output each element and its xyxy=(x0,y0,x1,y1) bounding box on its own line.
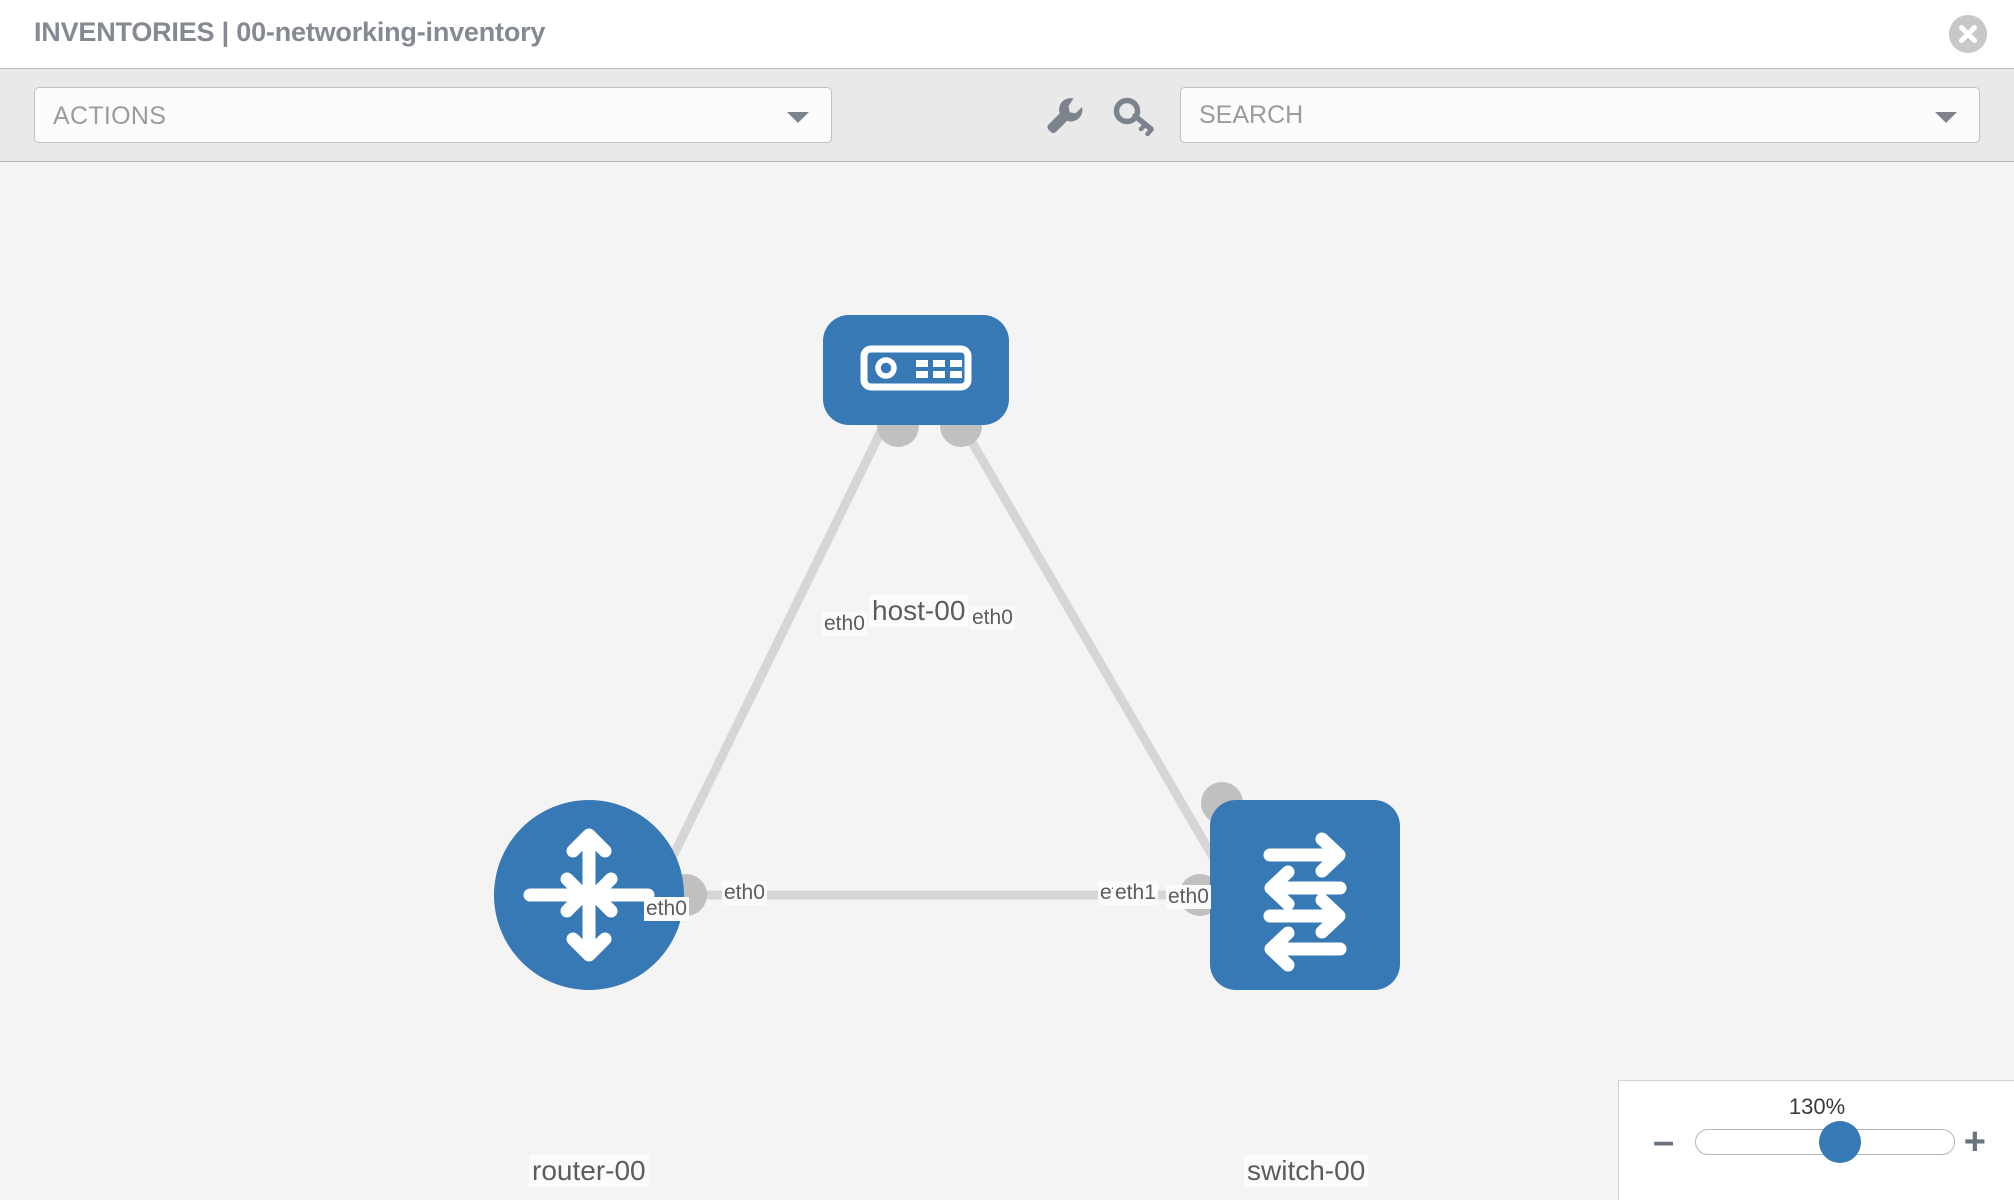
iface-label-switch-upper: eth0 xyxy=(1166,885,1211,909)
zoom-out-button[interactable]: – xyxy=(1653,1121,1675,1163)
zoom-control-panel: 130% – + xyxy=(1618,1080,2014,1200)
search-field[interactable] xyxy=(1180,87,1980,143)
node-router-00[interactable] xyxy=(494,800,684,990)
node-host-00[interactable] xyxy=(823,315,1009,425)
node-label-switch-00: switch-00 xyxy=(1244,1155,1369,1187)
router-arrows-icon xyxy=(523,828,655,962)
iface-label-host-left: eth0 xyxy=(822,612,867,636)
node-label-router-00: router-00 xyxy=(529,1155,649,1187)
zoom-in-button[interactable]: + xyxy=(1963,1121,1986,1163)
search-input[interactable] xyxy=(1199,88,1919,142)
network-topology-graph: host-00 router-00 switch-00 eth0 eth0 et… xyxy=(0,162,2014,1200)
zoom-slider-thumb[interactable] xyxy=(1819,1121,1862,1163)
edge-host-switch xyxy=(958,422,1239,898)
zoom-level-label: 130% xyxy=(1788,1094,1846,1119)
close-icon[interactable] xyxy=(1949,15,1987,53)
server-icon xyxy=(860,345,972,391)
iface-label-switch-left-front: eth1 xyxy=(1113,881,1158,905)
window-header: INVENTORIES | 00-networking-inventory xyxy=(0,0,2014,68)
chevron-down-icon xyxy=(787,112,809,123)
edge-host-router xyxy=(649,423,889,897)
actions-dropdown[interactable]: ACTIONS xyxy=(34,87,832,143)
page-title: INVENTORIES | 00-networking-inventory xyxy=(34,17,546,47)
wrench-icon[interactable] xyxy=(1038,89,1090,141)
iface-label-router-upper: eth0 xyxy=(644,897,689,921)
chevron-down-icon[interactable] xyxy=(1935,112,1957,123)
node-label-host-00: host-00 xyxy=(869,595,969,627)
iface-label-router-right: eth0 xyxy=(722,881,767,905)
node-switch-00[interactable] xyxy=(1210,800,1400,990)
actions-dropdown-label: ACTIONS xyxy=(53,102,167,130)
key-icon[interactable] xyxy=(1108,89,1160,141)
topology-canvas[interactable]: host-00 router-00 switch-00 eth0 eth0 et… xyxy=(0,162,2014,1200)
toolbar: ACTIONS xyxy=(0,68,2014,162)
iface-label-host-right: eth0 xyxy=(970,606,1015,630)
switch-arrows-icon xyxy=(1263,832,1347,972)
